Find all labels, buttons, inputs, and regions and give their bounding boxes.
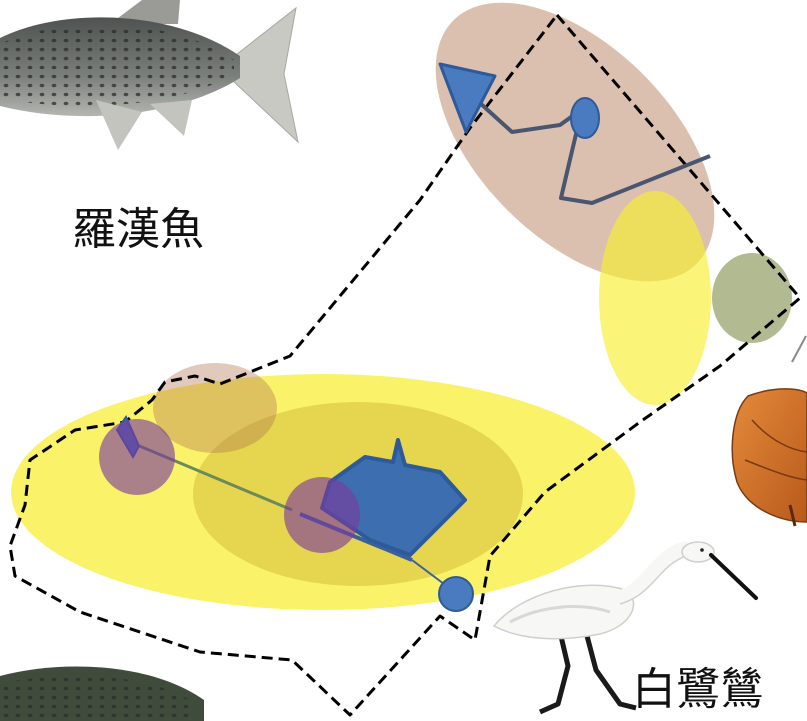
egret-neck — [612, 548, 684, 600]
bug-antenna — [792, 336, 806, 362]
egret-species-label: 白鷺鷥 — [632, 668, 764, 712]
beetle-image — [732, 336, 807, 526]
fish-pelvic-fin — [150, 100, 192, 136]
right-green-niche — [712, 253, 792, 343]
fish-tail — [232, 8, 298, 142]
center-purple-circle — [284, 477, 360, 553]
rohu-fish-image — [0, 0, 298, 150]
left-purple-circle — [99, 419, 175, 495]
egret-eye — [700, 548, 704, 552]
egret-leg-back — [540, 632, 568, 712]
bug-body — [732, 389, 807, 522]
upper-circle-marker — [571, 98, 599, 138]
snakehead-fish-image — [0, 667, 204, 721]
egret-head — [682, 542, 714, 562]
small-brown-niche — [153, 363, 277, 453]
right-yellow-niche — [599, 191, 711, 405]
fish-species-label: 羅漢魚 — [72, 208, 204, 252]
egret-beak — [711, 555, 756, 598]
lower-blue-circle-marker — [439, 577, 473, 611]
egret-leg-front — [586, 632, 636, 708]
